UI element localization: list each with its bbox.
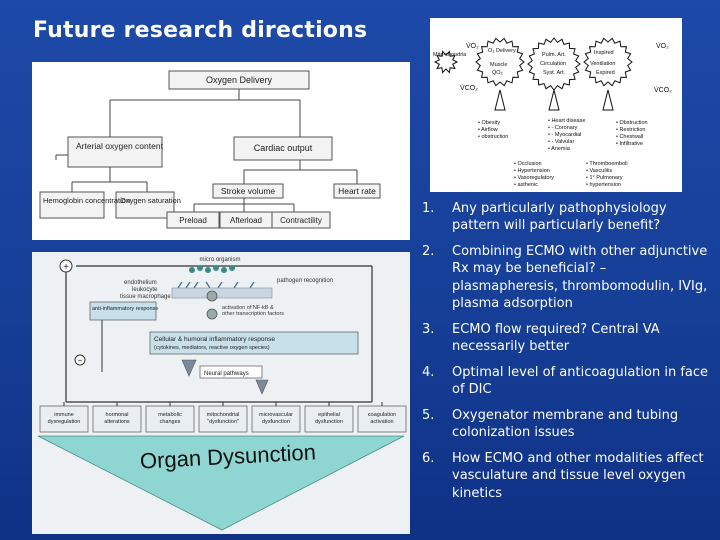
outcome-label: microvascular [259,412,293,418]
gear-list-bottom-right: • hypertension [586,182,621,188]
list-item: 2.Combining ECMO with other adjunctive R… [422,244,708,311]
outcome-label: coagulation [368,412,396,418]
outcome-label: changes [160,419,181,425]
outcome-box [357,405,407,433]
list-item: 4.Optimal level of anticoagulation in fa… [422,364,709,398]
oxygen-delivery-diagram: Oxygen Delivery Arterial oxygen content … [32,62,410,240]
box-hemoglobin-concentration: Hemoglobin concentration [43,196,130,205]
label-circulation: Circulation [540,61,566,67]
gear-list-left: • Airflow [478,127,498,133]
outcome-label: alterations [104,419,130,425]
outcome-label: dysfunction [315,419,343,425]
box-preload: Preload [179,216,207,225]
box-cardiac-output: Cardiac output [254,143,313,153]
neural-pathways: Neural pathways [204,371,249,377]
gear-ventilation-icon [583,37,633,87]
box-contractility: Contractility [280,216,322,225]
box-oxygen-delivery: Oxygen Delivery [206,75,273,85]
label-vco2-right: V̇CO₂ [654,86,672,94]
anti-inflammatory-response: anti-inflammatory response [92,306,158,312]
gear-list-bottom-right: • Thromboemboli [586,161,628,167]
label-ventilation: Ventilation [590,61,615,67]
outcome-label: dysregulation [48,419,81,425]
box-arterial-oxygen-content: Arterial oxygen content [76,141,164,151]
svg-text:+: + [63,262,69,273]
label-micro-organism: micro organism [199,257,240,263]
gear-list-left: • obstruction [478,134,508,140]
label-qo2: Q̇O₂ [492,69,503,76]
pointer-icon [602,89,614,111]
label-muscle: Muscle [490,62,507,68]
label-syst: Syst. Art. [543,70,565,76]
label-endothelium: endothelium [124,280,157,286]
gear-list-bottom-right: • 1° Pulmonary [586,175,623,181]
label-leukocyte: leukocyte [132,287,158,293]
gear-list-right: • Obstruction [616,120,648,126]
label-expired: Expired [596,70,615,76]
gear-list-middle: • - Myocardial [548,132,581,138]
label-mito: Mito-chondria [433,52,467,58]
label-vco2-left: V̇CO₂ [460,84,478,92]
research-directions-list: 1.Any particularly pathophysiology patte… [422,200,716,510]
outcome-label: dysfunction [262,419,290,425]
gear-list-middle: • - Valvular [548,139,574,145]
gear-list-bottom-left: • Hypertension [514,168,550,174]
svg-text:−: − [78,356,83,365]
label-inspired: Inspired [594,50,614,56]
list-item: 5.Oxygenator membrane and tubing coloniz… [422,407,679,441]
gear-muscle-icon [475,37,525,87]
label-activation: activation of NF-kB & [222,305,274,311]
gear-list-bottom-left: • Occlusion [514,161,542,167]
slide-title: Future research directions [33,18,368,43]
label-o2-delivery: O₂ Delivery [488,48,516,54]
pointer-icon [494,89,506,111]
outcome-box [39,405,89,433]
gear-list-left: • Obesity [478,120,500,126]
gear-list-middle: • Anemia [548,146,571,152]
gear-list-bottom-right: • Vasculitis [586,168,613,174]
outcome-label: epithelial [318,412,340,418]
gas-exchange-gears-diagram: Mito-chondria V̇O₂ V̇CO₂ O₂ Delivery Mus… [430,18,682,192]
cellular-humoral-response-detail: (cytokines, mediators, reactive oxygen s… [154,345,270,351]
organ-dysfunction-diagram: + micro organism endothelium leukocyte t… [32,252,410,534]
box-oxygen-saturation: Oxygen saturation [120,196,181,205]
outcome-label: activation [370,419,393,425]
gear-list-bottom-left: • asthenic [514,182,538,188]
outcome-box [198,405,248,433]
label-tissue-macrophage: tissue macrophage [120,294,171,300]
gear-list-bottom-left: • Vasoregulatory [514,175,554,181]
gear-mito-icon [433,50,459,74]
outcome-box [145,405,195,433]
cellular-humoral-response: Cellular & humoral inflammatory response [154,336,275,343]
list-item: 6.How ECMO and other modalities affect v… [422,451,704,501]
outcome-box [92,405,142,433]
outcome-label: mitochondrial [207,412,240,418]
gear-circulation-icon [527,37,581,91]
outcome-box [304,405,354,433]
list-item: 3.ECMO flow required? Central VA necessa… [422,321,660,355]
pointer-icon [548,89,560,111]
outcome-label: hormonal [106,412,129,418]
gear-list-middle: • Heart disease [548,118,585,124]
box-stroke-volume: Stroke volume [221,186,276,196]
label-vo2-right: V̇O₂ [656,42,669,50]
outcome-label: immune [54,412,74,418]
label-vo2-left: V̇O₂ [466,42,479,50]
label-pathogen-recognition: pathogen recognition [277,278,333,284]
label-activation-2: other transcription factors [222,311,284,317]
gear-list-right: • Chestwall [616,134,643,140]
gear-list-middle: • - Coronary [548,125,578,131]
gear-list-right: • Infiltrative [616,141,643,147]
gear-list-right: • Restriction [616,127,645,133]
box-afterload: Afterload [230,216,262,225]
outcome-label: "dysfunction" [207,419,239,425]
box-heart-rate: Heart rate [338,186,376,196]
outcome-label: metabolic [158,412,182,418]
list-item: 1.Any particularly pathophysiology patte… [422,201,667,234]
label-pulm: Pulm. Art. [542,52,566,58]
